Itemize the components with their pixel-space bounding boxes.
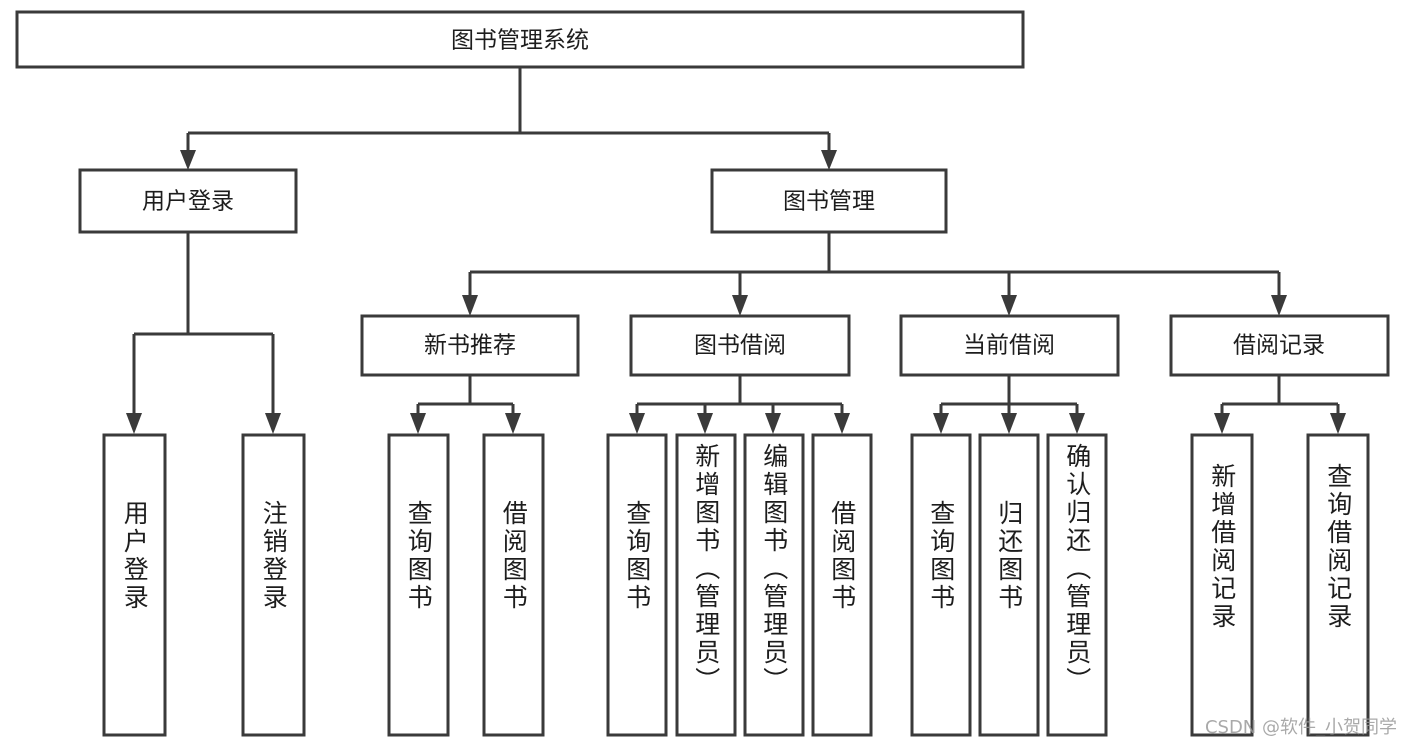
arrow-newbook-child-0 — [410, 413, 426, 434]
leaf-box-newbook-0[interactable] — [387, 433, 450, 737]
arrow-user-login-child-0 — [126, 413, 142, 434]
arrow-br-child-1 — [1330, 413, 1346, 434]
arrow-bm-child-2 — [1001, 295, 1017, 316]
node-root-box[interactable] — [15, 10, 1025, 69]
node-borrow-record-label: 借阅记录 — [1233, 333, 1325, 359]
node-current-borrow-label: 当前借阅 — [963, 333, 1055, 359]
arrow-bb-child-0 — [629, 413, 645, 434]
leaf-box-bookborrow-2[interactable] — [743, 433, 805, 737]
node-user-login[interactable]: 用户登录 — [78, 168, 298, 234]
arrow-newbook-child-1 — [505, 413, 521, 434]
connector-group-new-book — [410, 375, 521, 434]
node-book-manage[interactable]: 图书管理 — [710, 168, 948, 234]
arrow-bb-child-1 — [697, 413, 713, 434]
connector-group-user-login — [126, 232, 281, 434]
node-root-label: 图书管理系统 — [451, 28, 589, 54]
node-borrow-record-box[interactable] — [1169, 314, 1390, 377]
arrow-cb-child-0 — [933, 413, 949, 434]
arrow-cb-child-1 — [1001, 413, 1017, 434]
node-book-manage-box[interactable] — [710, 168, 948, 234]
node-new-book-recommend-label: 新书推荐 — [424, 333, 516, 359]
arrow-bb-child-2 — [765, 413, 781, 434]
arrow-bm-child-0 — [462, 295, 478, 316]
node-book-manage-label: 图书管理 — [783, 189, 875, 215]
leaf-box-currentborrow-0[interactable] — [910, 433, 972, 737]
arrow-cb-child-2 — [1069, 413, 1085, 434]
leaf-box-bookborrow-3[interactable] — [811, 433, 873, 737]
leaf-box-currentborrow-2[interactable] — [1046, 433, 1108, 737]
leaf-box-newbook-1[interactable] — [482, 433, 545, 737]
connector-group-book-manage — [462, 232, 1287, 316]
node-current-borrow-box[interactable] — [899, 314, 1120, 377]
node-book-borrow-label: 图书借阅 — [694, 333, 786, 359]
arrow-bm-child-1 — [732, 295, 748, 316]
arrow-bm-child-3 — [1271, 295, 1287, 316]
connector-group-root — [180, 67, 837, 170]
leaf-box-group — [102, 433, 1370, 737]
arrow-user-login-child-1 — [265, 413, 281, 434]
leaf-box-borrowrecord-1[interactable] — [1306, 433, 1370, 737]
node-new-book-recommend-box[interactable] — [360, 314, 580, 377]
leaf-box-borrowrecord-0[interactable] — [1190, 433, 1254, 737]
node-borrow-record[interactable]: 借阅记录 — [1169, 314, 1390, 377]
arrow-to-book-manage — [821, 150, 837, 170]
node-user-login-label: 用户登录 — [142, 189, 234, 215]
leaf-box-bookborrow-1[interactable] — [675, 433, 737, 737]
node-book-borrow-box[interactable] — [629, 314, 851, 377]
node-root[interactable]: 图书管理系统 — [15, 10, 1025, 69]
arrow-bb-child-3 — [834, 413, 850, 434]
leaf-box-currentborrow-1[interactable] — [978, 433, 1040, 737]
node-book-borrow[interactable]: 图书借阅 — [629, 314, 851, 377]
node-new-book-recommend[interactable]: 新书推荐 — [360, 314, 580, 377]
connector-group-current-borrow — [933, 375, 1085, 434]
node-user-login-box[interactable] — [78, 168, 298, 234]
arrow-to-user-login — [180, 150, 196, 170]
arrow-br-child-0 — [1214, 413, 1230, 434]
leaf-box-user-login-1[interactable] — [241, 433, 306, 737]
connector-group-borrow-record — [1214, 375, 1346, 434]
leaf-box-user-login-0[interactable] — [102, 433, 167, 737]
connector-group-book-borrow — [629, 375, 850, 434]
node-current-borrow[interactable]: 当前借阅 — [899, 314, 1120, 377]
leaf-box-bookborrow-0[interactable] — [606, 433, 668, 737]
